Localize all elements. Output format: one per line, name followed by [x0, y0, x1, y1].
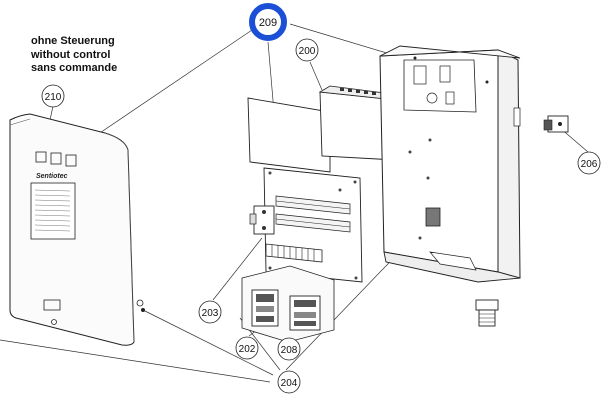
callout-210-label: 210	[45, 92, 62, 103]
caption-line-de: ohne Steuerung	[31, 35, 115, 47]
panel-window-mid	[50, 152, 62, 165]
panel-window-left	[35, 151, 47, 163]
callout-208: 208	[277, 337, 301, 361]
callout-204: 204	[277, 370, 301, 394]
caption-no-control: ohne Steuerung without control sans comm…	[31, 35, 117, 76]
panel-screw-hole	[51, 319, 57, 325]
callout-203: 203	[198, 300, 222, 324]
panel-label-lines	[34, 189, 71, 232]
callout-208-label: 208	[281, 345, 298, 356]
callout-202-label: 202	[239, 344, 256, 355]
callout-209: 209	[249, 3, 287, 41]
panel-brand-logo: Sentiotec	[36, 173, 68, 180]
callout-204-label: 204	[281, 378, 298, 389]
front-cover-panel: Sentiotec	[9, 113, 135, 346]
callout-206-label: 206	[581, 159, 598, 170]
contactor-assembly	[241, 265, 335, 343]
cable-gland	[475, 299, 499, 327]
callout-209-label: 209	[259, 17, 277, 29]
callout-210: 210	[41, 84, 65, 108]
clip-206	[543, 115, 569, 133]
callout-200-label: 200	[299, 46, 316, 57]
callout-202: 202	[235, 336, 259, 360]
panel-window-right	[65, 154, 77, 167]
switch-component	[249, 205, 275, 235]
panel-bottom-slot	[43, 299, 61, 311]
caption-line-en: without control	[31, 48, 111, 61]
callout-206: 206	[577, 151, 601, 175]
insulation-plate	[247, 97, 331, 173]
housing-connector	[425, 207, 441, 227]
callout-203-label: 203	[202, 308, 219, 319]
screw-parts	[136, 299, 145, 312]
caption-line-fr: sans commande	[31, 62, 118, 74]
callout-200: 200	[295, 38, 319, 62]
housing-enclosure	[379, 45, 521, 283]
mounting-plate	[263, 167, 363, 283]
